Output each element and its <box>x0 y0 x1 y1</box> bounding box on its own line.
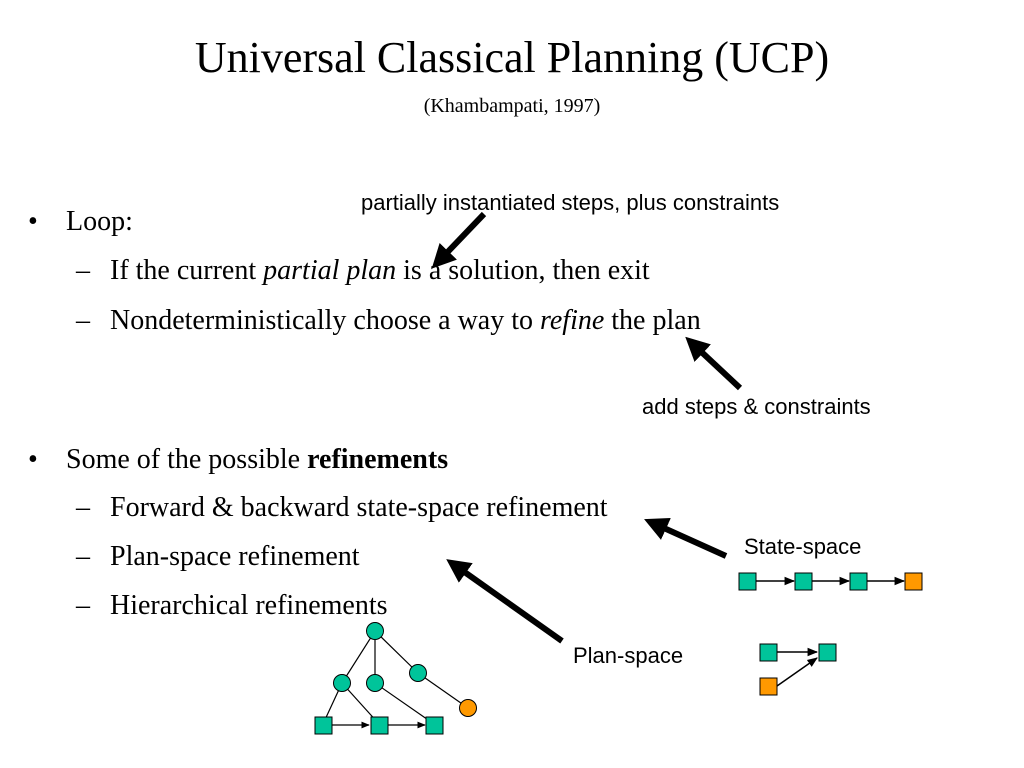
slide-subtitle: (Khambampati, 1997) <box>423 95 601 117</box>
sub-bullet-hierarchical: Hierarchical refinements <box>110 590 388 621</box>
sub-bullet-solution-check: If the current partial plan is a solutio… <box>110 254 650 288</box>
annotation-partial-plan: partially instantiated steps, plus const… <box>361 190 780 215</box>
step-node <box>818 643 837 662</box>
arrow-to-state-space <box>644 517 728 559</box>
annotation-refine: add steps & constraints <box>642 394 871 419</box>
sub-bullet-marker: – <box>76 305 90 336</box>
text-segment: Some of the possible <box>66 444 308 475</box>
hierarchical-diagram <box>314 622 477 735</box>
sub-bullet-marker: – <box>76 590 90 621</box>
emphasis-partial-plan: partial plan <box>263 255 397 286</box>
step-node <box>849 572 868 591</box>
tree-node <box>333 674 351 692</box>
arrow-to-refine <box>685 336 743 391</box>
strong-refinements: refinements <box>307 444 449 475</box>
slide-title: Universal Classical Planning (UCP) <box>194 33 830 82</box>
state-space-diagram <box>738 572 923 591</box>
goal-node <box>904 572 923 591</box>
sub-bullet-marker: – <box>76 541 90 572</box>
tree-node <box>366 622 384 640</box>
step-node <box>314 716 333 735</box>
bullet-refinements-marker: • <box>28 444 38 475</box>
step-node <box>794 572 813 591</box>
step-node <box>425 716 444 735</box>
step-node <box>738 572 757 591</box>
label-plan-space: Plan-space <box>573 643 684 668</box>
edge <box>374 682 435 725</box>
step-node <box>370 716 389 735</box>
arrow-to-partial-plan <box>431 211 487 269</box>
step-node <box>759 643 778 662</box>
sub-bullet-marker: – <box>76 492 90 523</box>
edge <box>374 630 419 674</box>
text-segment: the plan <box>604 305 701 336</box>
bullet-refinements: Some of the possible refinements <box>66 443 448 477</box>
sub-bullet-refine-choice: Nondeterministically choose a way to ref… <box>110 304 701 338</box>
tree-node <box>409 664 427 682</box>
arrow-to-plan-space <box>446 559 564 644</box>
tree-node <box>366 674 384 692</box>
sub-bullet-plan-space: Plan-space refinement <box>110 541 360 572</box>
goal-tree-node <box>459 699 477 717</box>
edge <box>776 657 818 687</box>
plan-space-diagram <box>759 643 837 696</box>
text-segment: If the current <box>110 255 264 286</box>
emphasis-refine: refine <box>540 305 605 336</box>
label-state-space: State-space <box>744 534 862 559</box>
edge <box>417 672 469 709</box>
text-segment: Nondeterministically choose a way to <box>110 305 540 336</box>
sub-bullet-marker: – <box>76 255 90 286</box>
bullet-loop-marker: • <box>28 206 38 237</box>
edge <box>341 630 376 684</box>
goal-node <box>759 677 778 696</box>
sub-bullet-state-space: Forward & backward state-space refinemen… <box>110 492 608 523</box>
bullet-loop: Loop: <box>66 206 133 237</box>
